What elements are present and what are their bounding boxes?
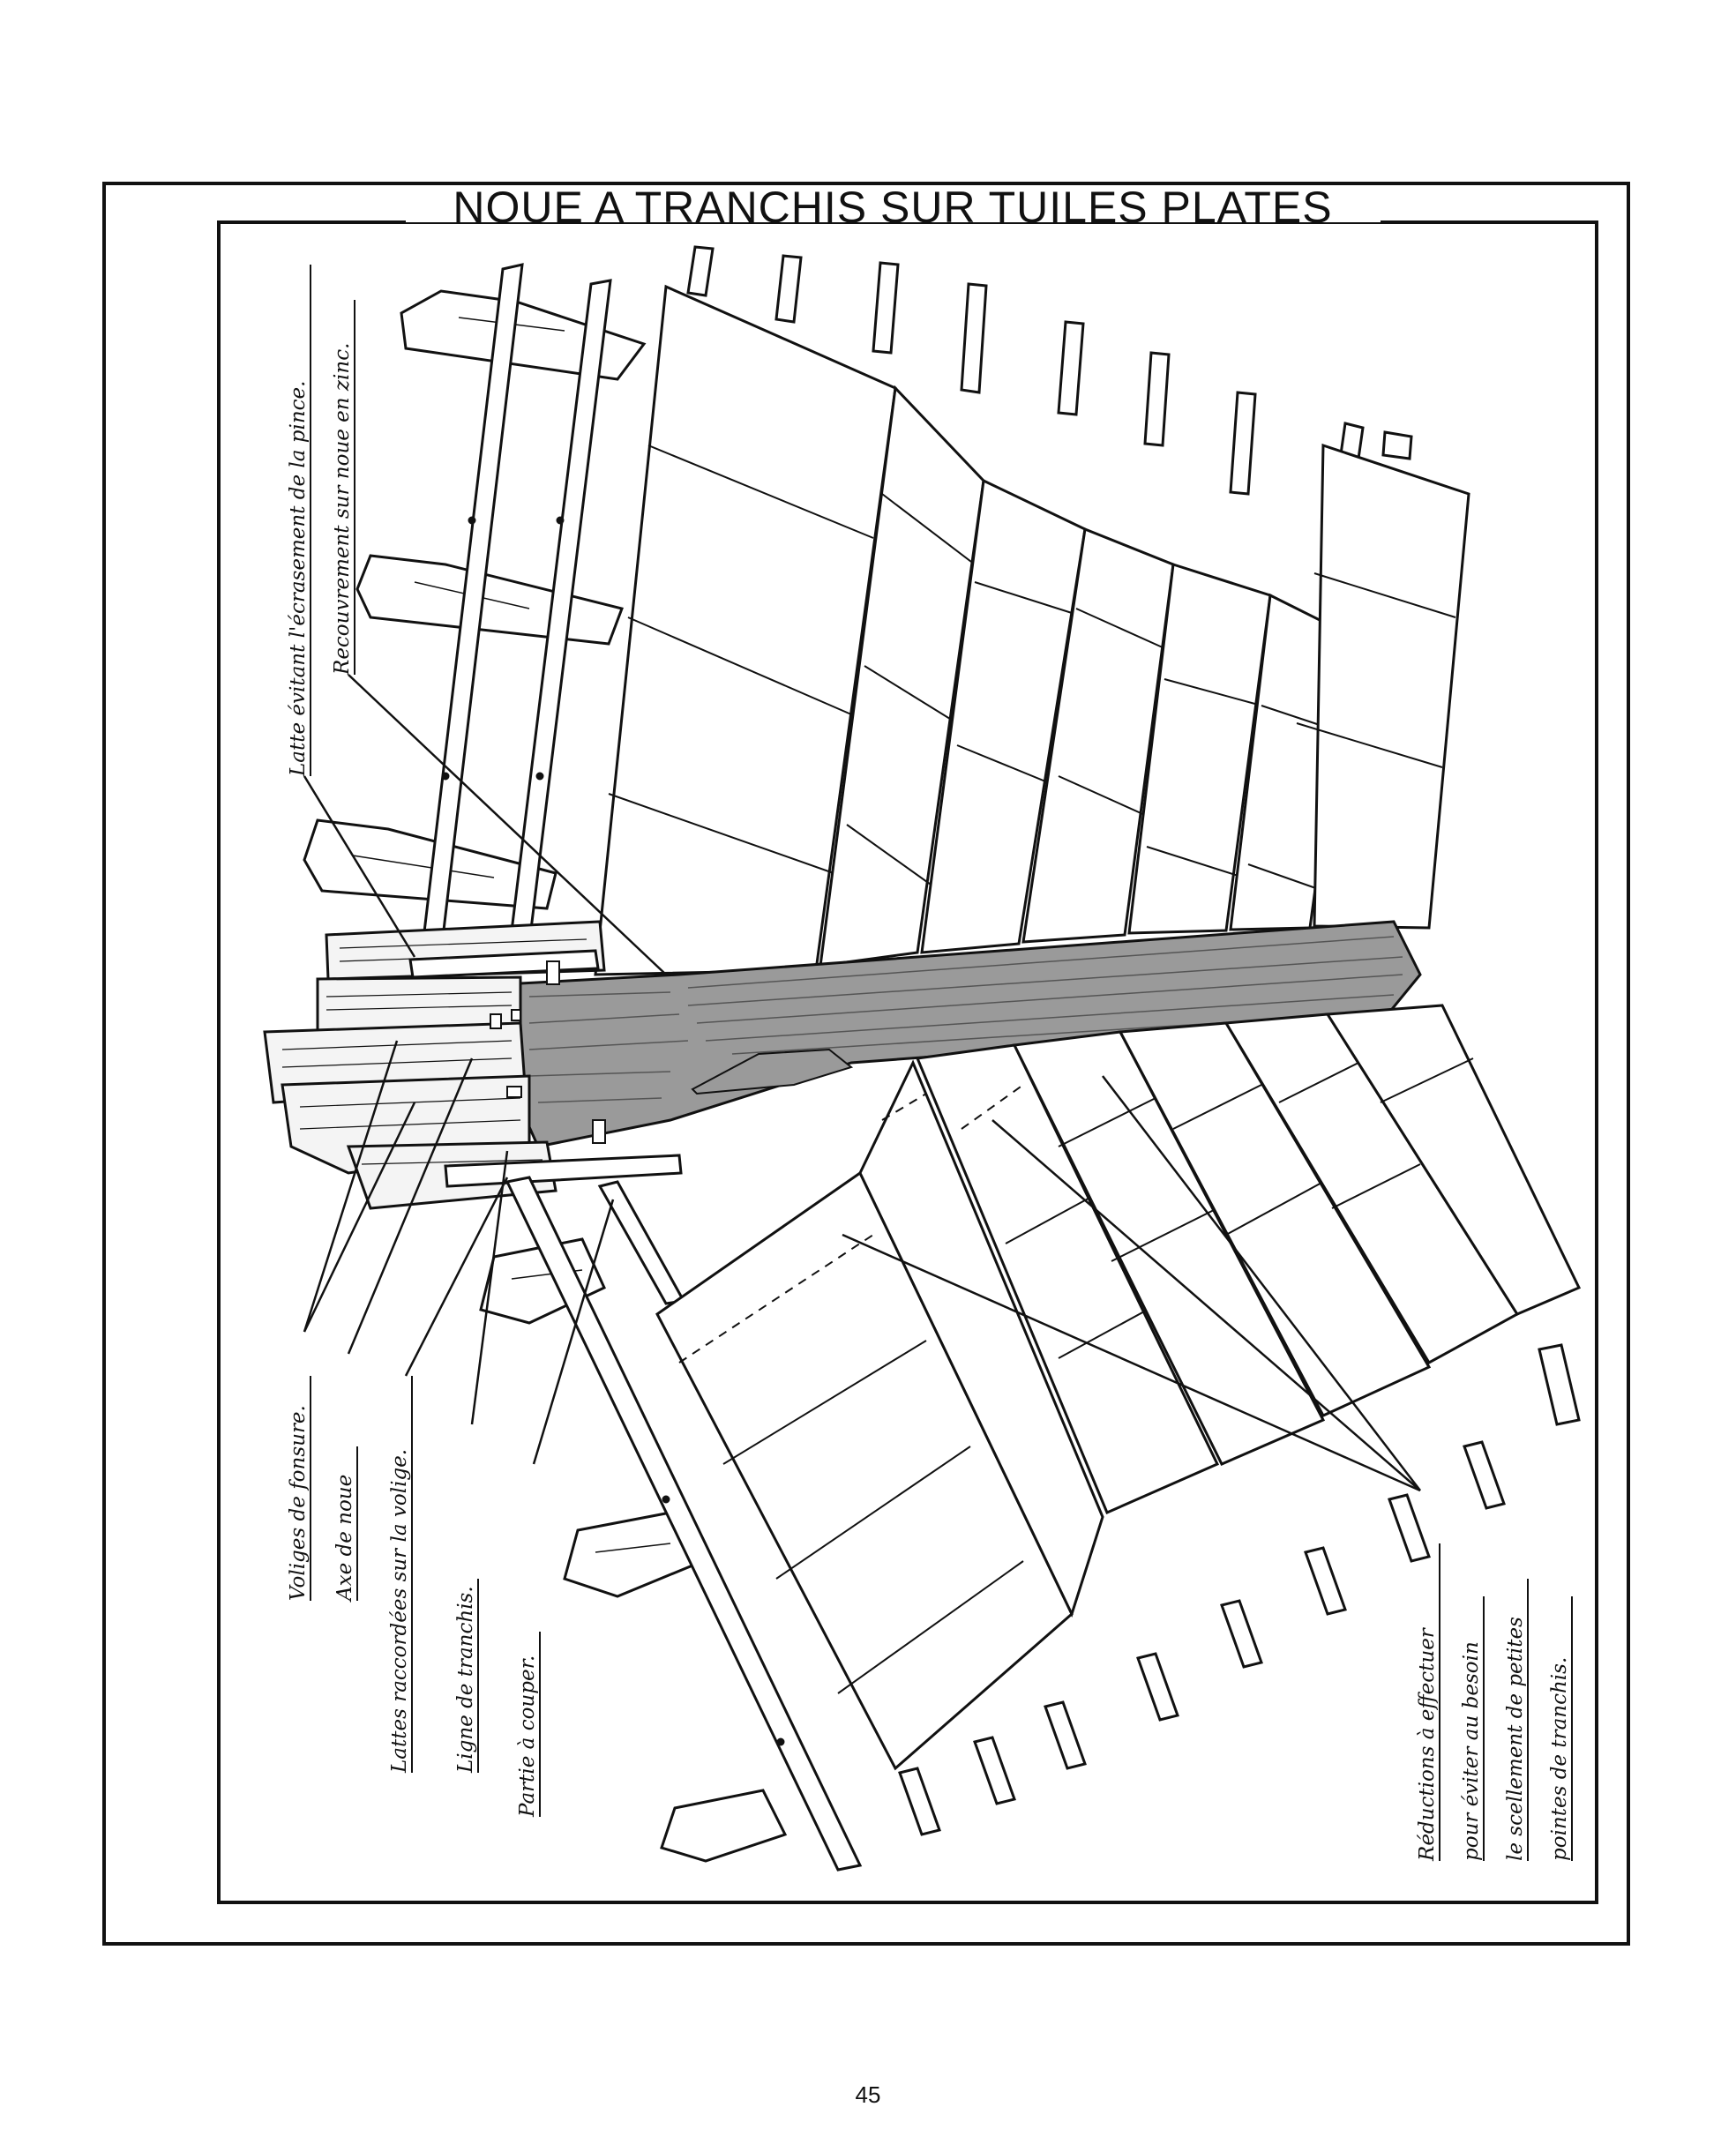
title-backdrop — [406, 187, 1381, 222]
valley-clips — [490, 960, 606, 1144]
label-axe: Axe de noue — [333, 1475, 356, 1603]
diagram-title: NOUE A TRANCHIS SUR TUILES PLATES — [453, 183, 1332, 232]
label-partie: Partie à couper. — [516, 1655, 539, 1818]
upper-batten-ends — [686, 245, 1413, 496]
lower-tiles — [655, 1004, 1582, 1771]
page-number: 45 — [855, 2081, 881, 2108]
outer-frame — [102, 182, 1630, 1946]
left-labels: Latte évitant l'écrasement de la pince. … — [287, 265, 541, 1818]
lower-batten-ends — [898, 1343, 1581, 1836]
right-labels: Réductions à effectuer pour éviter au be… — [1416, 1543, 1573, 1862]
label-reductions-1: Réductions à effectuer — [1416, 1626, 1439, 1862]
label-voliges: Voliges de fonsure. — [287, 1405, 310, 1601]
label-reductions-3: le scellement de petites — [1504, 1617, 1527, 1861]
label-recouvrement: Recouvrement sur noue en zinc. — [331, 343, 354, 676]
leader-lines — [303, 674, 1421, 1492]
lower-battens — [505, 1176, 863, 1872]
valley-boards — [263, 920, 683, 1210]
upper-tiles — [594, 284, 1470, 976]
label-lattes: Lattes raccordées sur la volige. — [388, 1449, 411, 1774]
label-reductions-4: pointes de tranchis. — [1548, 1657, 1571, 1861]
label-latte-evitant: Latte évitant l'écrasement de la pince. — [287, 381, 310, 777]
label-reductions-2: pour éviter au besoin — [1460, 1641, 1483, 1861]
label-ligne: Ligne de tranchis. — [454, 1586, 477, 1774]
